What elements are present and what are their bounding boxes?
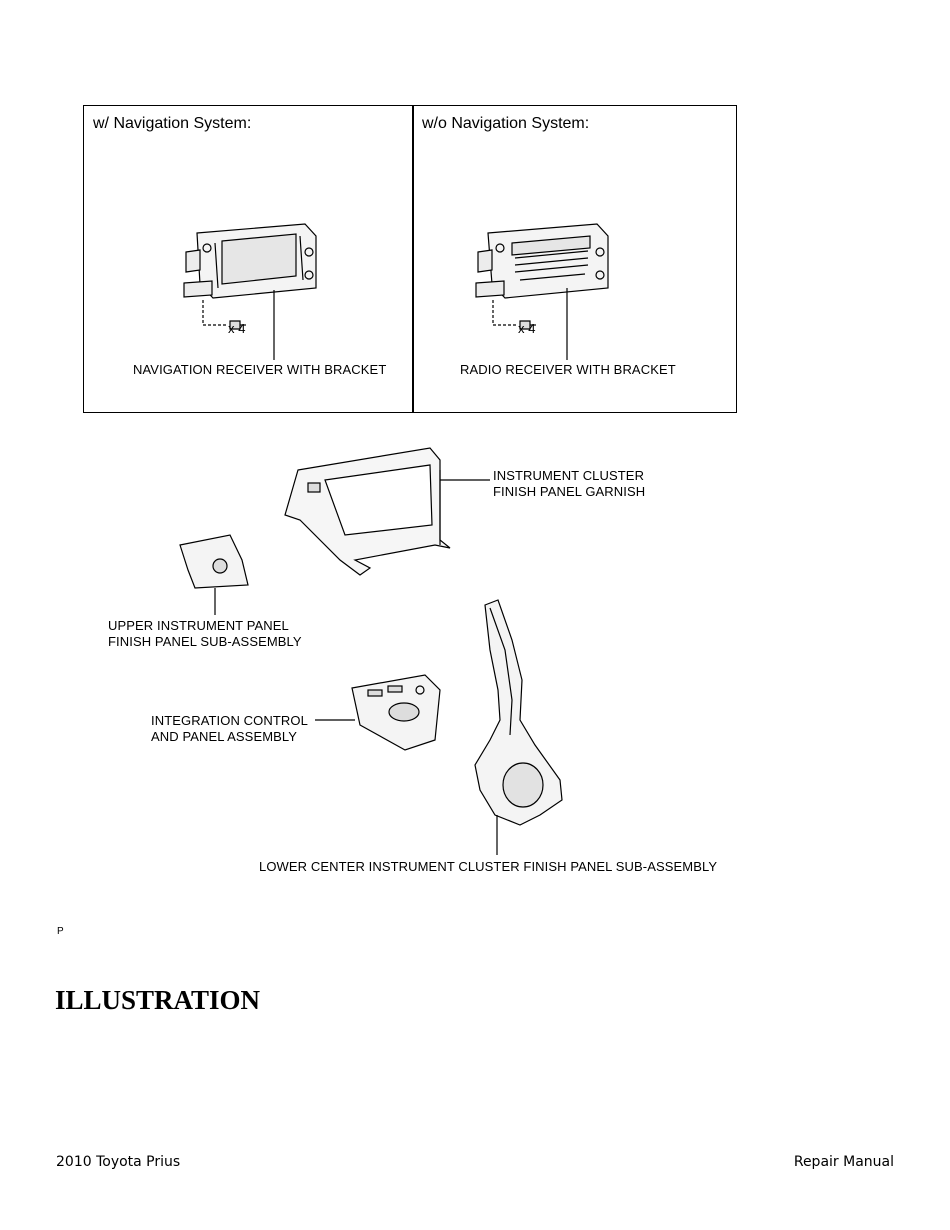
integration-label-line1: INTEGRATION CONTROL (151, 713, 308, 728)
panel-right-header: w/o Navigation System: (422, 115, 590, 132)
integration-label-line2: AND PANEL ASSEMBLY (151, 729, 298, 744)
panel-left-header: w/ Navigation System: (93, 115, 252, 132)
section-heading: ILLUSTRATION (55, 985, 261, 1015)
radio-receiver-label: RADIO RECEIVER WITH BRACKET (460, 362, 676, 377)
nav-bolt-count: x 4 (228, 321, 246, 336)
lower-panel-drawing (474, 599, 563, 855)
upper-panel-drawing (179, 534, 249, 615)
garnish-drawing (284, 447, 490, 576)
figure-divider (412, 106, 414, 412)
upper-panel-label-line2: FINISH PANEL SUB-ASSEMBLY (108, 634, 302, 649)
navigation-receiver-drawing (183, 223, 317, 360)
upper-panel-label-line1: UPPER INSTRUMENT PANEL (108, 618, 289, 633)
footer-right: Repair Manual (793, 1154, 894, 1170)
small-marker: P (57, 926, 64, 937)
garnish-label-line1: INSTRUMENT CLUSTER (493, 468, 645, 483)
integration-panel-drawing (315, 674, 441, 751)
footer-left: 2010 Toyota Prius (56, 1154, 181, 1170)
receiver-figure-box: w/ Navigation System: w/o Navigation Sys… (83, 105, 737, 413)
nav-receiver-label: NAVIGATION RECEIVER WITH BRACKET (133, 362, 387, 377)
radio-receiver-drawing (475, 223, 609, 360)
radio-bolt-count: x 4 (518, 321, 536, 336)
garnish-label-line2: FINISH PANEL GARNISH (493, 484, 646, 499)
lower-panel-label: LOWER CENTER INSTRUMENT CLUSTER FINISH P… (259, 859, 718, 874)
